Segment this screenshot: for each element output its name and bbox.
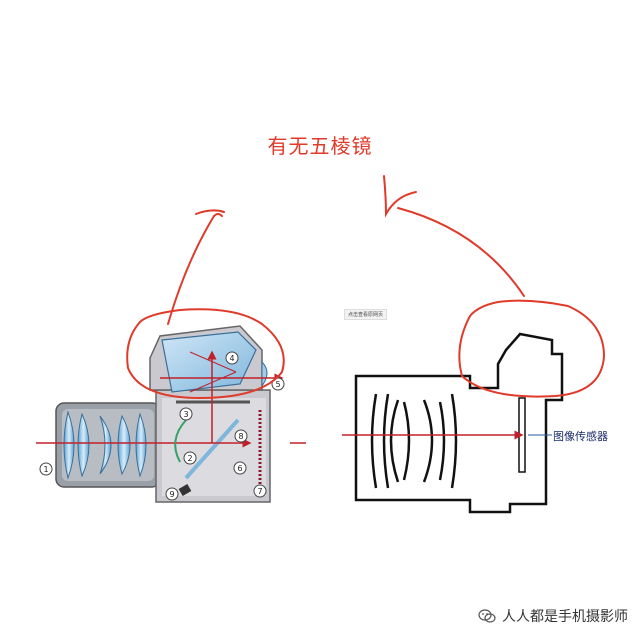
image-sensor-label: 图像传感器 (553, 430, 608, 443)
ml-lens-element-1 (370, 393, 378, 489)
lens-element-1 (63, 410, 75, 480)
svg-text:7: 7 (257, 487, 262, 496)
mirrorless-up-arrow-stroke (397, 207, 525, 297)
ml-lens-element-2 (382, 393, 390, 489)
dslr-prism-circle (126, 308, 285, 400)
callout-8: 8 (234, 429, 248, 443)
callout-7: 7 (253, 484, 267, 498)
eyepiece-lens (261, 360, 268, 388)
pentaprism (161, 331, 257, 393)
svg-text:1: 1 (43, 465, 48, 474)
svg-text:2: 2 (187, 454, 192, 463)
lens-element-4 (117, 414, 131, 476)
lens-element-2 (77, 412, 90, 478)
ml-lens-element-3 (389, 399, 400, 483)
callout-9: 9 (165, 487, 179, 501)
ml-lens-element-5 (422, 399, 434, 483)
mirrorless-top-circle (458, 299, 606, 398)
callout-6: 6 (233, 461, 247, 475)
mirrorless-up-arrow-head (383, 175, 417, 218)
comparison-title: 有无五棱镜 (267, 134, 373, 158)
ml-lens-element-4 (402, 401, 411, 481)
lens-element-3 (99, 415, 112, 475)
light-path-prism-1 (189, 351, 237, 373)
red-annotations (126, 175, 606, 400)
lens-element-5 (135, 412, 147, 478)
svg-text:8: 8 (238, 432, 243, 441)
watermark: 人人都是手机摄影师 (478, 606, 628, 626)
svg-text:6: 6 (237, 464, 242, 473)
callout-3: 3 (179, 407, 193, 421)
mirror-flip-arrow (174, 419, 187, 463)
ml-lens-element-6 (438, 401, 446, 481)
callout-2: 2 (183, 451, 197, 465)
mirrorless-outline (354, 332, 564, 514)
callout-1: 1 (39, 462, 53, 476)
light-path-prism-2 (189, 371, 237, 393)
view-original-tooltip[interactable]: 点击查看原网页 (344, 309, 388, 320)
af-sensor (178, 484, 192, 496)
svg-text:9: 9 (169, 490, 174, 499)
ml-lens-element-7 (450, 393, 458, 489)
dslr-up-arrow-stroke (167, 213, 223, 325)
dslr-up-arrow-head (195, 209, 225, 215)
dslr-cutaway: 1 2 3 4 5 6 7 8 9 (36, 325, 306, 503)
svg-text:5: 5 (275, 380, 280, 389)
callout-4: 4 (225, 351, 239, 365)
reflex-mirror (184, 418, 240, 480)
mirrorless-body-outline (354, 332, 564, 514)
watermark-text: 人人都是手机摄影师 (502, 609, 628, 625)
svg-text:4: 4 (229, 354, 234, 363)
svg-text:3: 3 (183, 410, 188, 419)
wechat-icon (478, 609, 496, 623)
callout-5: 5 (271, 377, 285, 391)
